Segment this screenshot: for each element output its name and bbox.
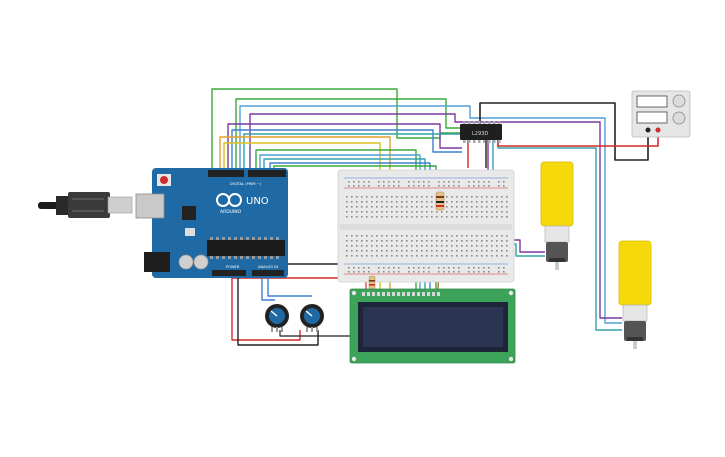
wire-blue-pot1[interactable] xyxy=(261,272,275,301)
driver-chip-label: L293D xyxy=(472,131,488,137)
wire-teal-1[interactable] xyxy=(243,133,465,172)
arduino-digital-label: DIGITAL (PWM ~) xyxy=(230,182,262,186)
resistor[interactable] xyxy=(435,191,445,211)
usb-cable-icon xyxy=(38,192,133,218)
lcd-pin-header xyxy=(362,292,440,296)
wire-black-supply[interactable] xyxy=(479,102,649,161)
potentiometer-2[interactable] xyxy=(300,304,324,332)
wire-green-lcd[interactable] xyxy=(235,98,462,172)
wire-black-gnd[interactable] xyxy=(282,263,346,274)
wire-red-pot[interactable] xyxy=(231,278,301,341)
breadboard-holes xyxy=(346,181,508,273)
breadboard[interactable] xyxy=(337,169,515,283)
potentiometer-icon xyxy=(265,304,289,332)
arduino-logo-icon xyxy=(216,193,242,207)
arduino-uno-board[interactable]: UNO ARDUINO DIGITAL (PWM ~) POWER ANALOG… xyxy=(135,168,288,278)
wire-blue-1[interactable] xyxy=(239,105,622,324)
power-supply-icon[interactable] xyxy=(631,90,691,138)
lcd-display[interactable] xyxy=(349,288,516,364)
arduino-brand-label: ARDUINO xyxy=(220,209,242,215)
dc-motor-1[interactable] xyxy=(540,161,574,270)
wire-blue-pot2[interactable] xyxy=(267,272,312,297)
arduino-model-label: UNO xyxy=(246,196,269,207)
wire-purple-1[interactable] xyxy=(249,113,622,319)
arduino-analog-label: ANALOG IN xyxy=(258,265,278,269)
l293d-driver-chip[interactable]: L293D xyxy=(460,121,502,143)
wire-purple-2[interactable] xyxy=(227,123,462,172)
wire-black-pot[interactable] xyxy=(237,278,319,346)
dc-motor-2[interactable] xyxy=(618,240,652,349)
potentiometer-1[interactable] xyxy=(265,304,289,332)
arduino-power-label: POWER xyxy=(226,265,240,269)
lcd-resistor[interactable] xyxy=(368,275,376,291)
potentiometer-icon xyxy=(300,304,324,332)
wire-blue-2[interactable] xyxy=(231,129,462,172)
